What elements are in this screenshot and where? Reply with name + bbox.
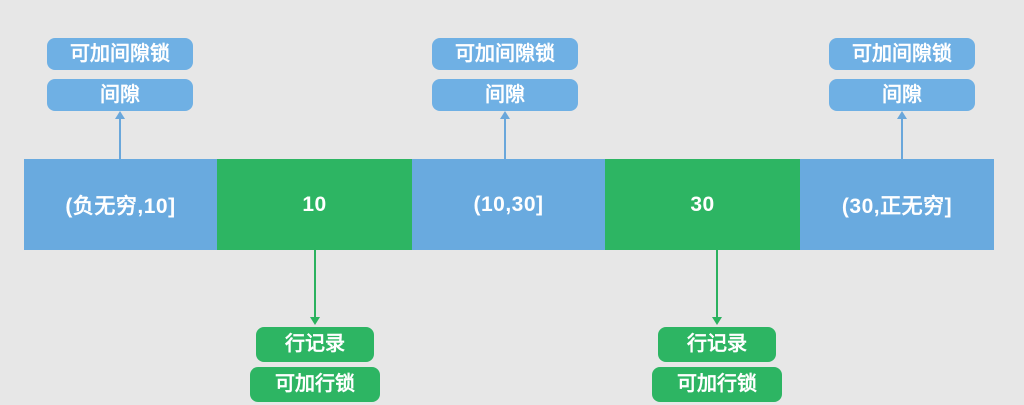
gap-lock-label: 可加间隙锁 xyxy=(432,38,578,70)
arrowhead-up xyxy=(500,111,510,119)
gap-lock-label: 可加间隙锁 xyxy=(829,38,975,70)
row-record-label: 行记录 xyxy=(658,327,776,362)
gap-callout-1: 可加间隙锁 间隙 xyxy=(47,38,193,111)
row-lock-label: 可加行锁 xyxy=(250,367,380,402)
arrow-up-icon xyxy=(114,111,126,159)
arrow-down-icon xyxy=(309,250,321,325)
arrow-line xyxy=(314,250,316,317)
arrow-line xyxy=(119,119,121,159)
row-lock-label: 可加行锁 xyxy=(652,367,782,402)
segment-row-10: 10 xyxy=(217,159,412,250)
arrow-line xyxy=(716,250,718,317)
arrowhead-up xyxy=(115,111,125,119)
segment-gap-neg-inf-10: (负无穷,10] xyxy=(24,159,217,250)
row-callout-1: 行记录 可加行锁 xyxy=(250,327,380,402)
row-record-label: 行记录 xyxy=(256,327,374,362)
arrowhead-up xyxy=(897,111,907,119)
arrow-down-icon xyxy=(711,250,723,325)
segment-gap-10-30: (10,30] xyxy=(412,159,605,250)
row-callout-2: 行记录 可加行锁 xyxy=(652,327,782,402)
segment-gap-30-pos-inf: (30,正无穷] xyxy=(800,159,994,250)
arrow-line xyxy=(901,119,903,159)
arrow-up-icon xyxy=(896,111,908,159)
gap-label: 间隙 xyxy=(432,79,578,111)
arrow-up-icon xyxy=(499,111,511,159)
gap-label: 间隙 xyxy=(47,79,193,111)
arrow-line xyxy=(504,119,506,159)
gap-callout-3: 可加间隙锁 间隙 xyxy=(829,38,975,111)
gap-callout-2: 可加间隙锁 间隙 xyxy=(432,38,578,111)
segment-row-30: 30 xyxy=(605,159,800,250)
gap-label: 间隙 xyxy=(829,79,975,111)
arrowhead-down xyxy=(712,317,722,325)
arrowhead-down xyxy=(310,317,320,325)
gap-lock-label: 可加间隙锁 xyxy=(47,38,193,70)
number-line-bar: (负无穷,10] 10 (10,30] 30 (30,正无穷] xyxy=(24,159,994,250)
